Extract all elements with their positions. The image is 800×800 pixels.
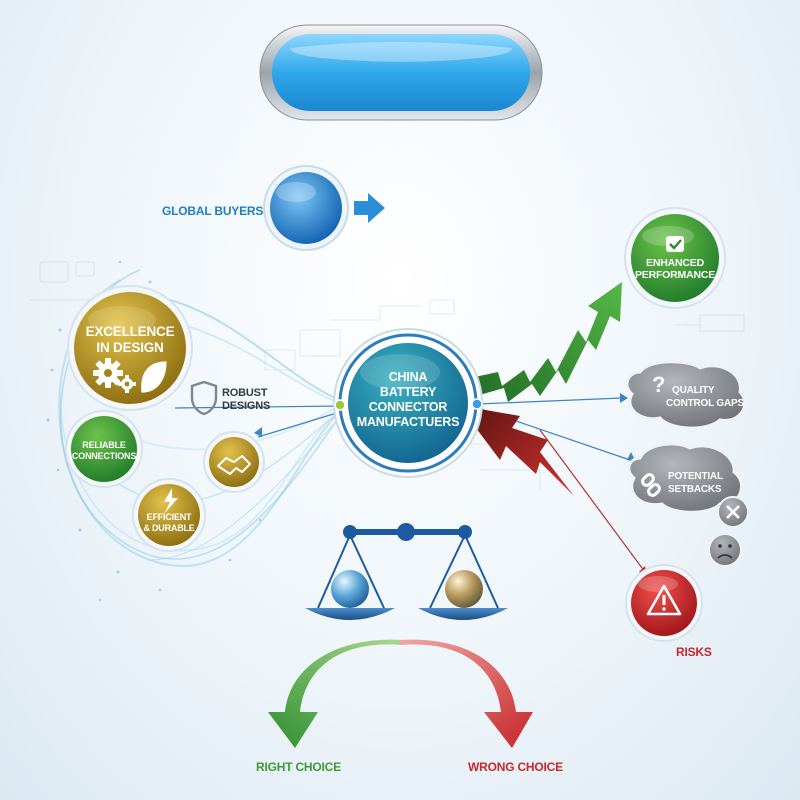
- gear-icon: [93, 358, 136, 393]
- reliable-title: RELIABLE CONNECTIONS: [66, 440, 142, 462]
- warning-icon: [646, 584, 682, 616]
- quality-line-1: QUALITY: [672, 385, 715, 396]
- wrong-choice-label: WRONG CHOICE: [468, 760, 563, 774]
- global-buyers-node: [263, 165, 349, 251]
- enhanced-line-1: ENHANCED: [646, 257, 704, 269]
- excellence-line-2: IN DESIGN: [96, 340, 164, 355]
- bolt-icon: [164, 488, 178, 514]
- quality-line-2: CONTROL GAPS: [666, 398, 744, 409]
- handshake-icon: [217, 455, 251, 475]
- robust-line-1: ROBUST: [222, 387, 268, 399]
- robust-line-2: DESIGNS: [222, 400, 271, 412]
- reliable-node: [65, 410, 143, 488]
- right-choice-arrow: [268, 639, 402, 748]
- right-choice-label: RIGHT CHOICE: [256, 760, 341, 774]
- efficient-node: [132, 478, 206, 552]
- buyers-arrow: [354, 193, 385, 223]
- center-title: CHINA BATTERY CONNECTOR MANUFACTUERS: [348, 370, 468, 430]
- sparkle-dots: [46, 260, 262, 602]
- broken-link-icon: [641, 473, 661, 497]
- quality-title: QUALITY CONTROL GAPS: [666, 384, 744, 410]
- close-icon: [717, 496, 749, 528]
- center-node: [333, 328, 483, 478]
- efficient-line-2: & DURABLE: [143, 523, 195, 533]
- quality-cloud: [625, 360, 747, 430]
- question-icon: ?: [652, 372, 665, 397]
- setbacks-title: POTENTIAL SETBACKS: [668, 470, 723, 496]
- shield-icon: [190, 380, 218, 416]
- risk-line: [539, 429, 646, 573]
- center-line-2: BATTERY: [379, 385, 437, 399]
- excellence-title: EXCELLENCE IN DESIGN: [74, 324, 186, 356]
- check-icon: [666, 236, 684, 252]
- robust-title: ROBUST DESIGNS: [222, 387, 270, 413]
- global-buyers-label: GLOBAL BUYERS: [162, 204, 264, 218]
- lightning-bolt: [470, 408, 574, 496]
- scales-icon: [305, 523, 508, 620]
- wrong-choice-arrow: [400, 639, 533, 748]
- setbacks-line-2: SETBACKS: [668, 484, 722, 495]
- center-line-1: CHINA: [388, 370, 428, 384]
- enhanced-title: ENHANCED PERFORMANCE: [631, 257, 719, 281]
- reliable-line-2: CONNECTIONS: [71, 451, 137, 461]
- leaf-icon: [141, 361, 167, 393]
- growth-arrow: [470, 282, 622, 402]
- efficient-title: EFFICIENT & DURABLE: [138, 512, 200, 534]
- setbacks-line-1: POTENTIAL: [668, 471, 723, 482]
- sad-face-icon: [708, 533, 742, 567]
- center-line-3: CONNECTOR: [368, 400, 448, 414]
- enhanced-node: [624, 207, 726, 309]
- excellence-line-1: EXCELLENCE: [85, 324, 175, 339]
- enhanced-line-2: PERFORMANCE: [634, 269, 716, 281]
- risks-label: RISKS: [676, 645, 712, 659]
- reliable-line-1: RELIABLE: [82, 440, 126, 450]
- efficient-line-1: EFFICIENT: [146, 512, 192, 522]
- title-banner: [259, 24, 543, 121]
- center-line-4: MANUFACTUERS: [356, 415, 460, 429]
